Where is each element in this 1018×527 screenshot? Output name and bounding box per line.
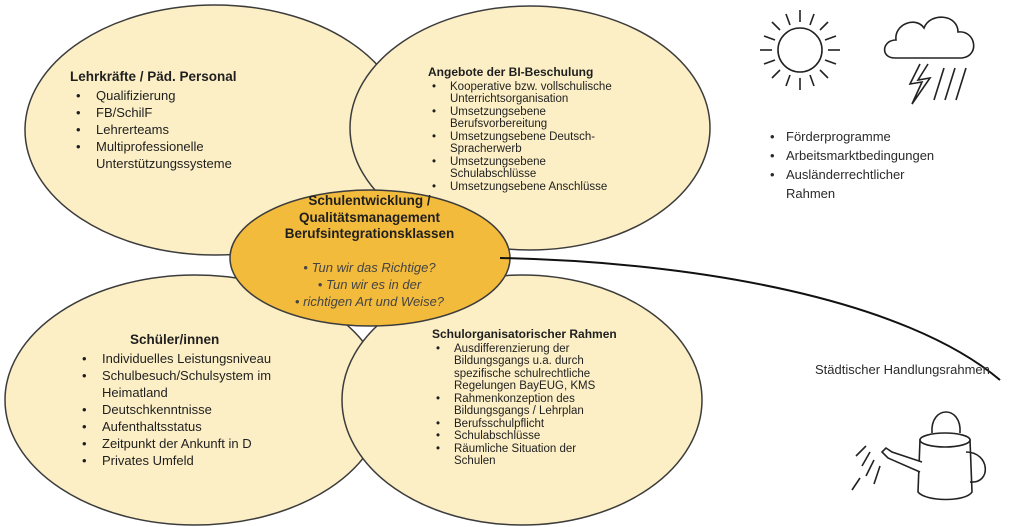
center-question-3: richtigen Art und Weise?: [232, 293, 507, 310]
list-item: Berufsschulpflicht: [432, 418, 662, 431]
list-item: Multiprofessionelle Unterstützungssystem…: [70, 138, 266, 172]
center-question-2: Tun wir es in der: [232, 276, 507, 293]
list-item: Räumliche Situation der Schulen: [432, 443, 604, 468]
list-item: Schulabschlüsse: [432, 430, 662, 443]
list-item: Umsetzungsebene Berufsvorbereitung: [428, 106, 580, 131]
list-item: Individuelles Leistungsniveau: [76, 350, 316, 367]
weather-factors: Förderprogramme Arbeitsmarktbedingungen …: [768, 127, 934, 203]
list-item: Zeitpunkt der Ankunft in D: [76, 435, 316, 452]
stem-line: [499, 257, 1001, 381]
panel-school-organization: Schulorganisatorischer Rahmen Ausdiffere…: [432, 328, 662, 468]
list-item: Deutschkenntnisse: [76, 401, 316, 418]
list-item: Lehrerteams: [70, 121, 330, 138]
panel-offers-title: Angebote der BI-Beschulung: [428, 65, 594, 79]
center-topic: Schulentwicklung / Qualitätsmanagement B…: [232, 193, 507, 323]
center-title-line-2: Qualitätsmanagement: [298, 209, 441, 225]
sun-icon: [760, 10, 840, 90]
panel-students: Schüler/innen Individuelles Leistungsniv…: [76, 331, 316, 469]
lightning-icon: [908, 63, 932, 105]
list-item: Aufenthaltsstatus: [76, 418, 316, 435]
list-item: Ausländerrechtlicher Rahmen: [768, 165, 926, 203]
list-item: Rahmenkonzeption des Bildungsgangs / Leh…: [432, 393, 624, 418]
list-item: Ausdifferenzierung der Bildungsgangs u.a…: [432, 343, 629, 393]
center-question-1: Tun wir das Richtige?: [232, 259, 507, 276]
list-item: Qualifizierung: [70, 87, 330, 104]
panel-school-organization-title: Schulorganisatorischer Rahmen: [432, 327, 617, 341]
center-title-line-3: Berufsintegrationsklassen: [284, 226, 455, 241]
list-item: Umsetzungsebene Schulabschlüsse: [428, 156, 580, 181]
list-item: Kooperative bzw. vollschulische Unterric…: [428, 81, 645, 106]
panel-teachers-title: Lehrkräfte / Päd. Personal: [70, 69, 237, 84]
center-title-line-1: Schulentwicklung /: [308, 193, 431, 208]
list-item: Schulbesuch/Schulsystem im Heimatland: [76, 367, 292, 401]
panel-students-title: Schüler/innen: [130, 332, 220, 347]
list-item: Privates Umfeld: [76, 452, 316, 469]
list-item: Umsetzungsebene Anschlüsse: [428, 181, 660, 194]
list-item: Förderprogramme: [768, 127, 934, 146]
cloud-icon: [883, 16, 975, 59]
city-framework-label: Städtischer Handlungsrahmen: [815, 362, 990, 377]
list-item: Arbeitsmarktbedingungen: [768, 146, 934, 165]
rain-icon: [933, 67, 967, 101]
panel-teachers: Lehrkräfte / Päd. Personal Qualifizierun…: [70, 68, 330, 172]
panel-offers: Angebote der BI-Beschulung Kooperative b…: [428, 66, 658, 193]
list-item: Umsetzungsebene Deutsch-Spracherwerb: [428, 131, 630, 156]
list-item: FB/SchilF: [70, 104, 330, 121]
watering-can-icon: [851, 411, 987, 501]
